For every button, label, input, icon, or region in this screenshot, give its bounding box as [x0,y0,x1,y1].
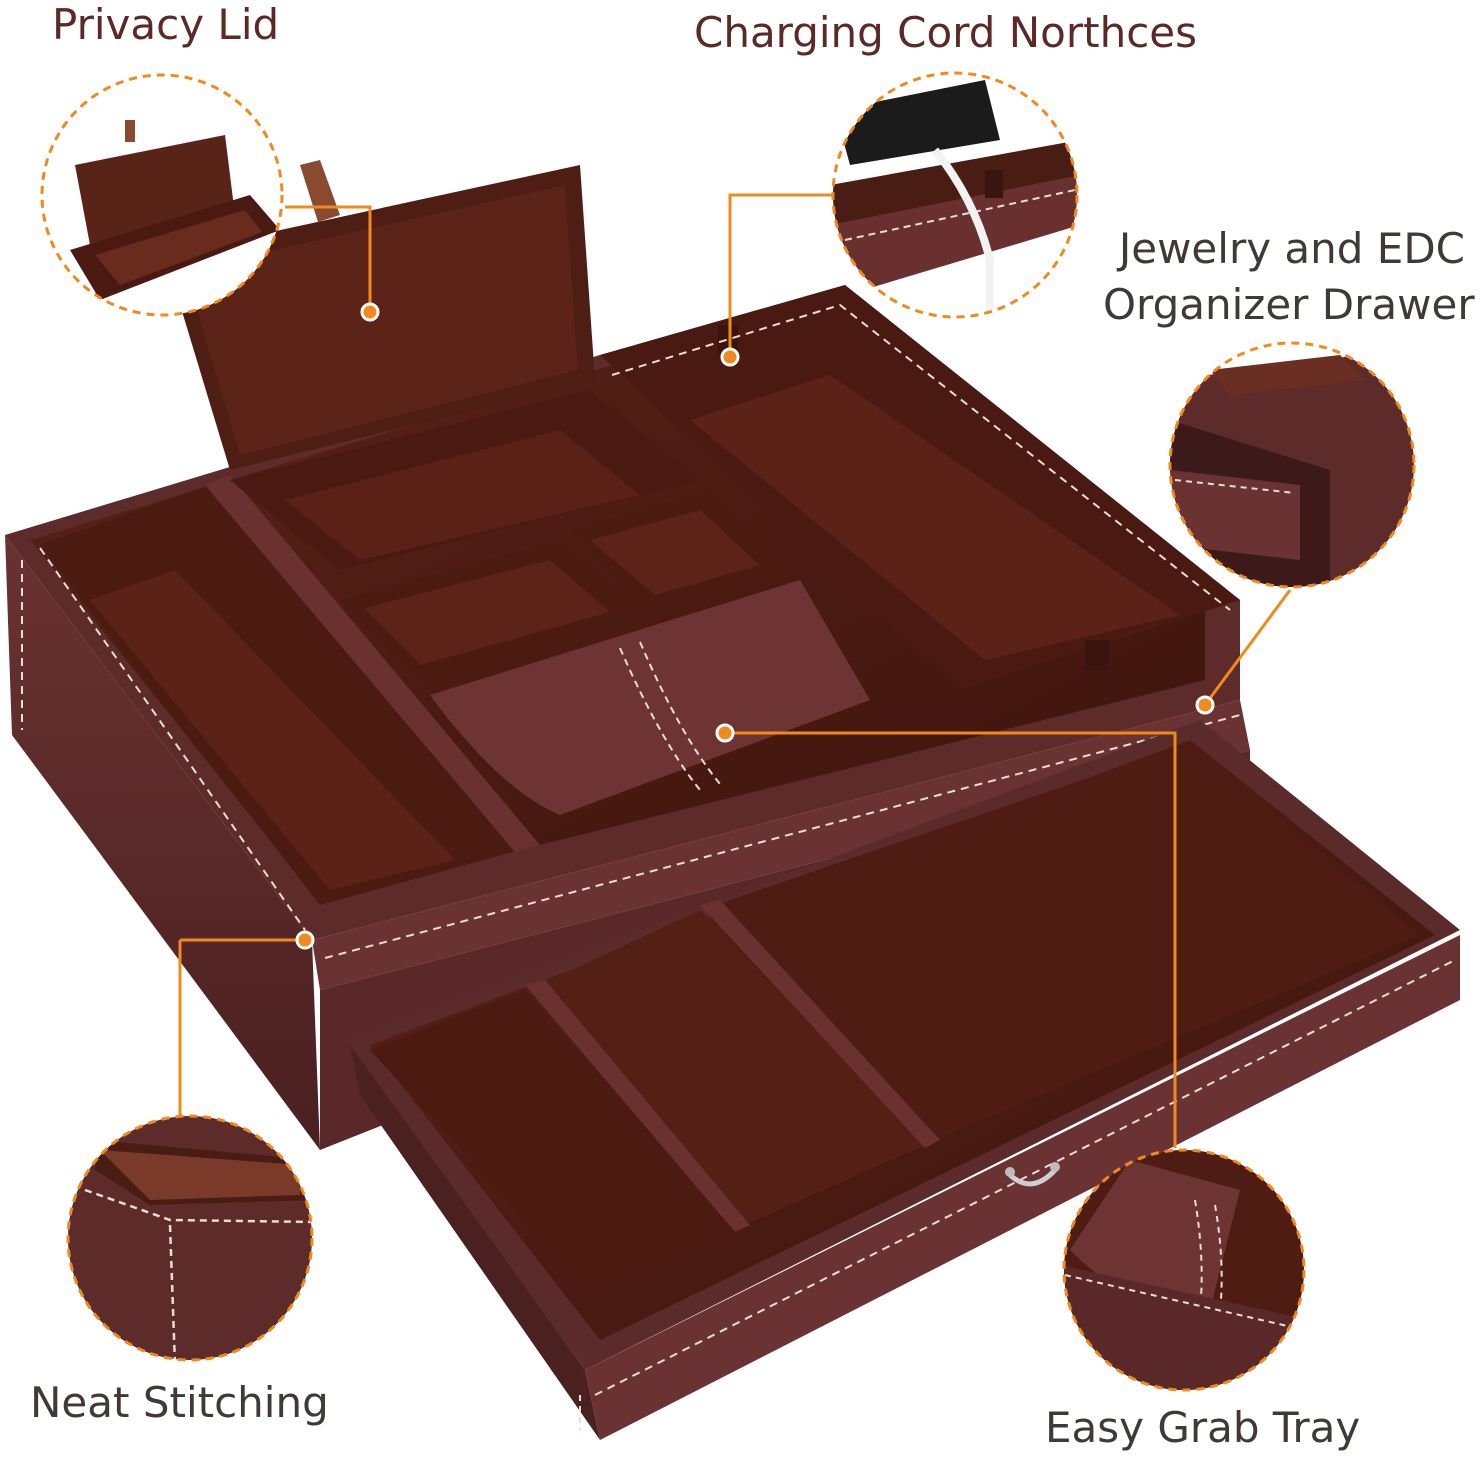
callout-lines [178,193,1292,1148]
label-drawer-line2: Organizer Drawer [1103,280,1475,329]
label-easy-grab-tray: Easy Grab Tray [1045,1403,1361,1452]
drawer [345,720,1460,1440]
zoom-circle-grab-tray [1062,1148,1306,1392]
zoom-circle-stitching [66,1114,314,1362]
label-drawer-line1: Jewelry and EDC [1118,224,1465,273]
privacy-lid [165,160,595,470]
label-privacy-lid: Privacy Lid [52,0,280,49]
label-charging-cord-notches: Charging Cord Northces [694,8,1198,57]
label-neat-stitching: Neat Stitching [30,1378,329,1427]
zoom-circle-privacy-lid [40,73,284,317]
zoom-circle-drawer [1168,341,1416,589]
callout-dots [295,302,1215,950]
zoom-circle-charging-notches [831,71,1079,319]
